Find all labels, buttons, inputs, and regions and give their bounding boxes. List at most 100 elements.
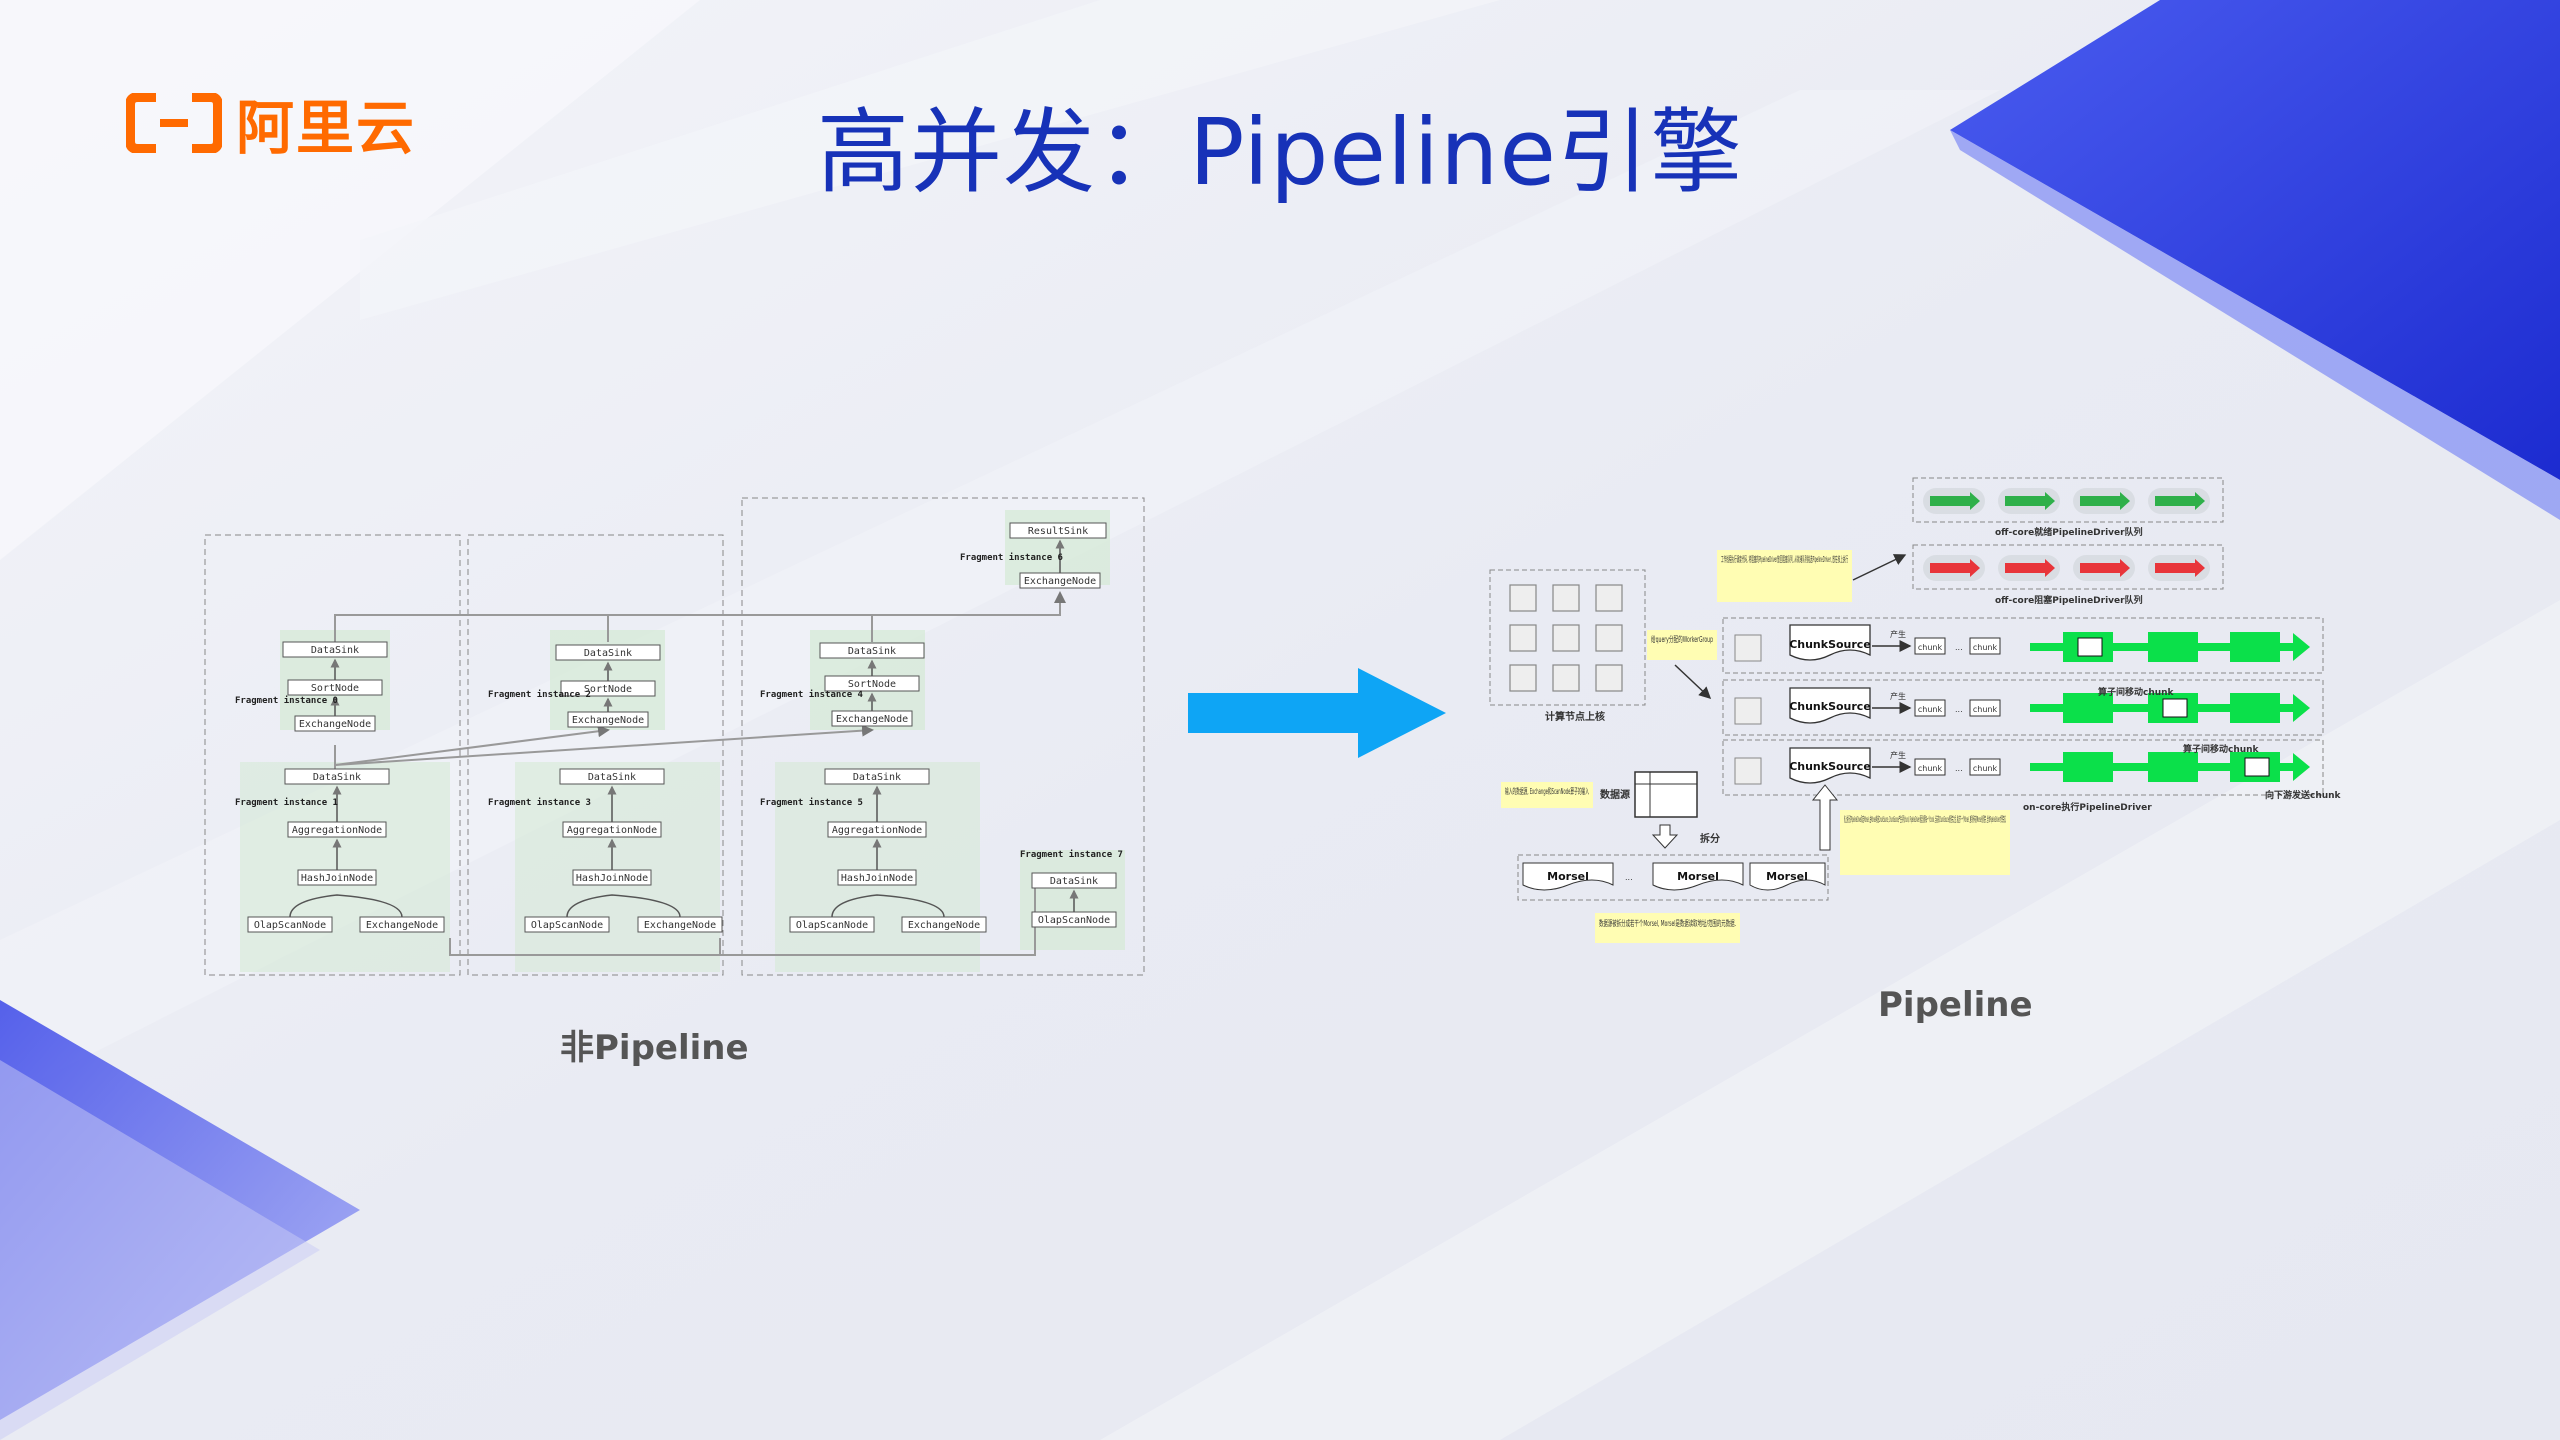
svg-text:...: ... [1955,764,1963,773]
svg-text:ExchangeNode: ExchangeNode [299,719,371,730]
svg-text:SortNode: SortNode [311,683,359,694]
column-box-2 [467,534,724,976]
svg-text:chunk: chunk [1973,643,1998,652]
svg-text:输入的数据源, Exchange和ScanNode算子的输入: 输入的数据源, Exchange和ScanNode算子的输入 [1505,786,1589,796]
svg-text:...: ... [1955,643,1963,652]
fragment-area-7 [1020,850,1125,950]
datasource-label: 数据源 [1600,788,1630,801]
svg-text:AggregationNode: AggregationNode [292,825,382,836]
svg-text:AggregationNode: AggregationNode [832,825,922,836]
ready-queue [1912,477,2224,523]
svg-text:ExchangeNode: ExchangeNode [836,714,908,725]
blocked-queue-drivers [1923,555,2210,581]
pipeline-caption: Pipeline [1878,985,2033,1025]
fragment-label-7: Fragment instance 7 [1020,849,1123,860]
non-pipeline-caption: 非Pipeline [560,1028,749,1068]
svg-text:ResultSink: ResultSink [1028,526,1088,537]
fragment-label-6: Fragment instance 6 [960,552,1063,563]
fragment-label-2: Fragment instance 2 [488,689,591,700]
svg-text:数据源被拆分成若干个Morsel, Morsel是数据读取地: 数据源被拆分成若干个Morsel, Morsel是数据读取地址/范围的元数据. [1599,918,1736,928]
svg-text:ChunkSource: ChunkSource [1789,760,1871,773]
downstream-label: 向下游发送chunk [2265,789,2342,801]
logo-text: 阿里云 [236,94,417,162]
morsel-note [1595,913,1740,943]
svg-text:Morsel: Morsel [1677,870,1719,883]
fragment-label-1: Fragment instance 1 [235,797,338,808]
svg-text:ExchangeNode: ExchangeNode [572,715,644,726]
svg-text:OlapScanNode: OlapScanNode [254,920,326,931]
svg-text:HashJoinNode: HashJoinNode [576,873,648,884]
svg-text:DataSink: DataSink [588,772,636,783]
svg-text:DataSink: DataSink [853,772,901,783]
svg-text:核上执行的PipelineDriver取走Morsel, 由: 核上执行的PipelineDriver取走Morsel, 由Morsel构造Ch… [1844,814,2006,824]
move-chunk-label-2: 算子间移动chunk [2183,743,2260,755]
svg-text:...: ... [1625,873,1633,882]
oncore-label: on-core执行PipelineDriver [2023,801,2152,813]
fetch-morsel-arrow-icon [1811,784,1839,851]
svg-text:Morsel: Morsel [1766,870,1808,883]
svg-text:HashJoinNode: HashJoinNode [841,873,913,884]
svg-text:chunk: chunk [1973,764,1998,773]
svg-text:chunk: chunk [1918,764,1943,773]
svg-text:OlapScanNode: OlapScanNode [531,920,603,931]
split-label: 拆分 [1700,832,1720,845]
svg-text:DataSink: DataSink [311,645,359,656]
driver-note [1840,810,2010,875]
svg-text:DataSink: DataSink [584,648,632,659]
aliyun-logo: 阿里云 [126,90,416,162]
column-box-1 [204,534,461,976]
aliyun-logo-icon [126,93,222,153]
ready-queue-drivers [1923,488,2210,514]
fragment-label-0: Fragment instance 0 [235,695,338,706]
morsel-group [1517,854,1829,901]
svg-text:ExchangeNode: ExchangeNode [1024,576,1096,587]
fragment-area-3 [515,762,720,972]
svg-text:给query分配的WorkerGroup: 给query分配的WorkerGroup [1651,634,1713,644]
svg-text:...: ... [1955,705,1963,714]
ready-queue-label: off-core就绪PipelineDriver队列 [1995,526,2143,538]
blocked-queue-label: off-core阻塞PipelineDriver队列 [1995,594,2143,606]
svg-text:产生: 产生 [1890,629,1906,639]
column-box-3 [741,497,1145,976]
fragment-label-5: Fragment instance 5 [760,797,863,808]
column-1-nodes: DataSink SortNode ExchangeNode DataSink … [247,641,445,933]
svg-text:产生: 产生 [1890,691,1906,701]
svg-text:ChunkSource: ChunkSource [1789,638,1871,651]
svg-text:OlapScanNode: OlapScanNode [796,920,868,931]
svg-text:AggregationNode: AggregationNode [567,825,657,836]
blocked-queue [1912,544,2224,590]
oncore-drivers: ChunkSource 产生 chunk ... chunk ChunkSour… [1722,617,2324,796]
svg-text:chunk: chunk [1918,643,1943,652]
compute-label: 计算节点上核 [1545,710,1605,723]
worker-note [1717,550,1852,602]
svg-text:OlapScanNode: OlapScanNode [1038,915,1110,926]
svg-text:工作线程执行调度代码, 将阻塞的PipelineDriver: 工作线程执行调度代码, 将阻塞的PipelineDriver放回阻塞队列, 从就… [1721,554,1848,564]
slide-title: 高并发：Pipeline引擎 [816,99,1744,206]
svg-text:ExchangeNode: ExchangeNode [366,920,438,931]
non-pipeline-diagram: DataSink SortNode ExchangeNode DataSink … [204,497,1145,976]
svg-text:SortNode: SortNode [584,684,632,695]
svg-text:ExchangeNode: ExchangeNode [644,920,716,931]
svg-text:ChunkSource: ChunkSource [1789,700,1871,713]
fragment-label-3: Fragment instance 3 [488,797,591,808]
svg-text:ExchangeNode: ExchangeNode [908,920,980,931]
datasource-note [1501,782,1593,808]
svg-text:产生: 产生 [1890,750,1906,760]
move-chunk-label-1: 算子间移动chunk [2098,686,2175,698]
svg-text:SortNode: SortNode [848,679,896,690]
svg-text:Morsel: Morsel [1547,870,1589,883]
svg-text:HashJoinNode: HashJoinNode [301,873,373,884]
svg-text:DataSink: DataSink [313,772,361,783]
svg-text:chunk: chunk [1918,705,1943,714]
datasource-icon [1634,771,1698,818]
svg-text:DataSink: DataSink [1050,876,1098,887]
workergroup-note [1647,630,1717,660]
column-2-nodes: DataSink SortNode ExchangeNode DataSink … [524,644,723,933]
fragment-label-4: Fragment instance 4 [760,689,864,700]
morsels: Morsel ... Morsel Morsel [1522,862,1826,891]
transition-arrow-icon [1188,668,1446,758]
split-arrow-icon [1651,824,1679,849]
cpu-cores-icon [1489,569,1646,706]
fragment-area-1 [240,762,450,972]
